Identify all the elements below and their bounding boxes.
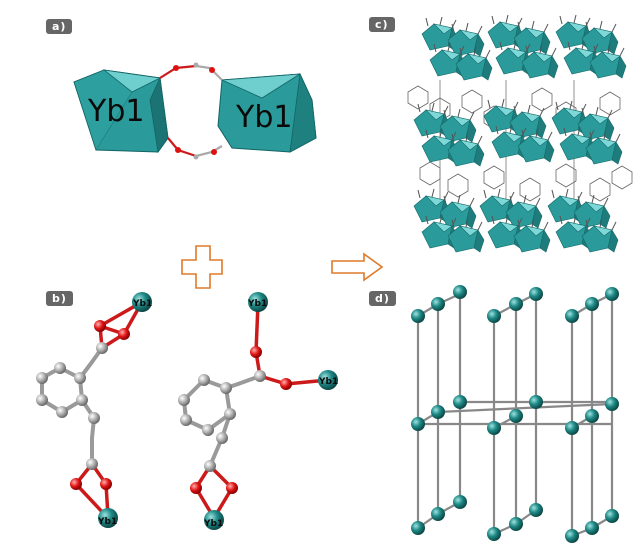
panel-label-b: b) (46, 291, 73, 306)
panel-label-a: a) (46, 19, 73, 34)
packing-diagram (407, 15, 633, 252)
yb-dimer: Yb1 Yb1 (73, 62, 317, 160)
ligand-right-top-metal-label: Yb1 (247, 299, 267, 309)
right-polyhedron (217, 72, 317, 153)
panel-label-d: d) (369, 291, 396, 306)
left-polyhedron (73, 69, 169, 154)
ligand-right-bottom-metal-label: Yb1 (203, 519, 223, 529)
ligand-right-side-metal-label: Yb1 (318, 377, 338, 387)
ligand-right: Yb1 Yb1 Yb1 (178, 292, 338, 530)
ligand-left: Yb1 Yb1 (36, 292, 152, 528)
right-arrow-icon (331, 252, 384, 282)
plus-sign-icon (181, 245, 223, 289)
topology-network (411, 285, 619, 543)
dimer-label-right: Yb1 (235, 100, 292, 135)
panel-label-c: c) (369, 17, 395, 32)
ligand-left-bottom-metal-label: Yb1 (97, 517, 117, 527)
bridging-carboxylates (159, 62, 223, 160)
dimer-label-left: Yb1 (87, 94, 144, 129)
ligand-left-top-metal-label: Yb1 (132, 299, 152, 309)
